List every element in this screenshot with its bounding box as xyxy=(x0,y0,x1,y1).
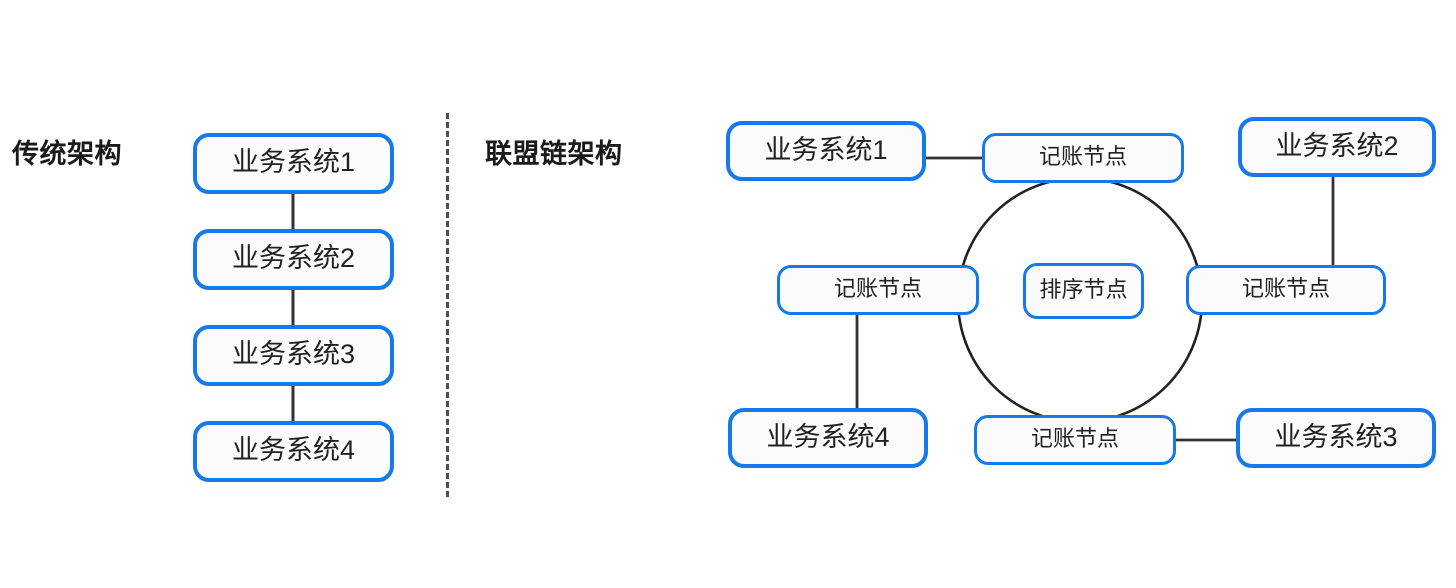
legacy-node-label: 业务系统3 xyxy=(231,339,356,369)
legacy-node-business-system-3[interactable]: 业务系统3 xyxy=(193,325,394,386)
page-title-consortium-chain: 联盟链架构 xyxy=(485,139,623,169)
chain-node-label: 记账节点 xyxy=(1030,426,1119,451)
chain-node-ledger-bottom[interactable]: 记账节点 xyxy=(974,415,1176,465)
chain-node-label: 业务系统3 xyxy=(1274,421,1398,452)
chain-node-label: 记账节点 xyxy=(833,276,922,301)
chain-node-label: 记账节点 xyxy=(1038,144,1127,169)
chain-node-business-system-1[interactable]: 业务系统1 xyxy=(726,121,926,181)
chain-node-ledger-top[interactable]: 记账节点 xyxy=(982,133,1184,183)
chain-node-label: 业务系统4 xyxy=(766,421,890,452)
page-title-legacy: 传统架构 xyxy=(12,139,122,169)
chain-node-label: 排序节点 xyxy=(1039,277,1128,302)
chain-node-label: 业务系统1 xyxy=(764,134,888,165)
legacy-node-business-system-4[interactable]: 业务系统4 xyxy=(193,421,394,482)
chain-node-label: 记账节点 xyxy=(1241,276,1330,301)
chain-node-ledger-left[interactable]: 记账节点 xyxy=(777,265,979,315)
chain-node-ordering-center[interactable]: 排序节点 xyxy=(1023,263,1144,319)
legacy-node-label: 业务系统1 xyxy=(231,147,356,177)
chain-node-business-system-4[interactable]: 业务系统4 xyxy=(728,408,928,468)
legacy-node-label: 业务系统2 xyxy=(231,243,356,273)
chain-node-business-system-2[interactable]: 业务系统2 xyxy=(1238,117,1436,177)
chain-node-ledger-right[interactable]: 记账节点 xyxy=(1186,265,1386,315)
legacy-node-business-system-1[interactable]: 业务系统1 xyxy=(193,133,394,194)
legacy-node-business-system-2[interactable]: 业务系统2 xyxy=(193,229,394,290)
chain-node-label: 业务系统2 xyxy=(1275,130,1399,161)
legacy-node-label: 业务系统4 xyxy=(231,435,356,465)
chain-node-business-system-3[interactable]: 业务系统3 xyxy=(1236,408,1436,468)
vertical-dashed-divider xyxy=(446,113,449,497)
